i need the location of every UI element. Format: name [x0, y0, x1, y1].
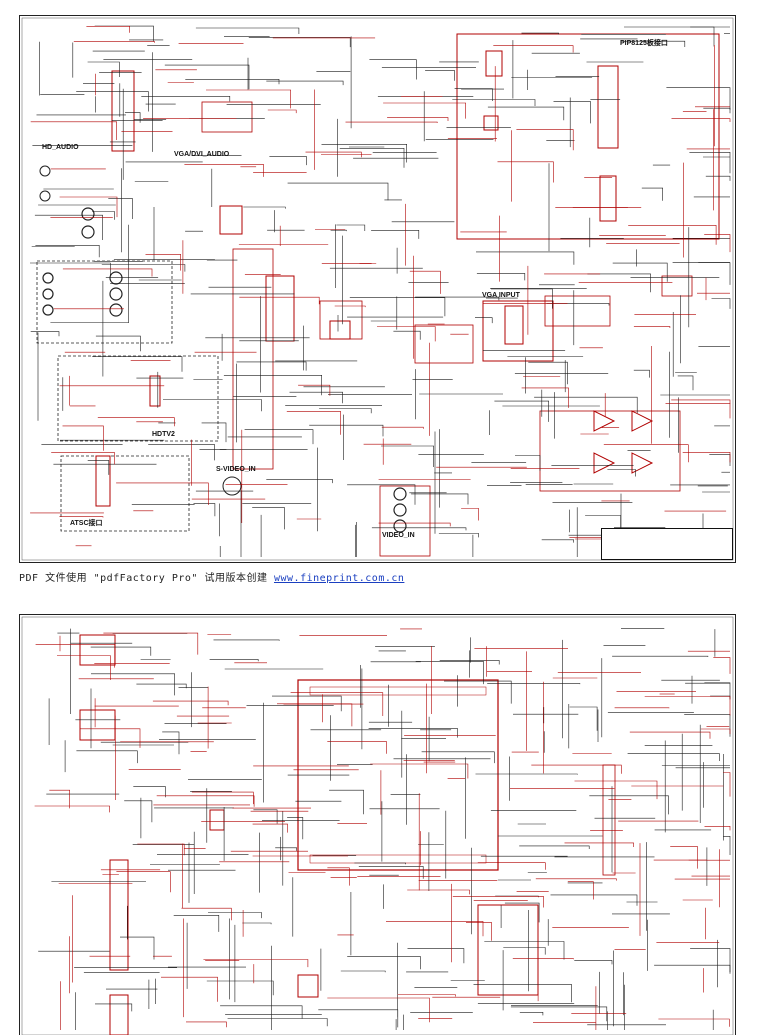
schematic-drawing-2	[21, 616, 734, 1035]
footer-link[interactable]: www.fineprint.com.cn	[273, 573, 405, 584]
pdf-footer: PDF 文件使用 "pdfFactory Pro" 试用版本创建 www.fin…	[19, 569, 404, 584]
label-svideo-in: S-VIDEO_IN	[216, 466, 256, 473]
schematic-drawing-1	[21, 17, 734, 561]
label-vga-input: VGA INPUT	[482, 292, 520, 299]
label-video-in: VIDEO_IN	[382, 532, 415, 539]
schematic-sheet-1: HD_AUDIO VGA/DVI_AUDIO PIP8125板接口 VGA IN…	[19, 15, 736, 563]
label-vga-dvi-audio: VGA/DVI_AUDIO	[174, 151, 230, 158]
label-pip-interface: PIP8125板接口	[620, 40, 668, 47]
title-block	[601, 528, 733, 560]
label-hd-audio: HD_AUDIO	[42, 144, 79, 151]
label-atsc-interface: ATSC接口	[70, 520, 103, 527]
schematic-sheet-2	[19, 614, 736, 1035]
label-hdtv2: HDTV2	[152, 431, 175, 438]
footer-text: PDF 文件使用 "pdfFactory Pro" 试用版本创建	[19, 573, 274, 584]
